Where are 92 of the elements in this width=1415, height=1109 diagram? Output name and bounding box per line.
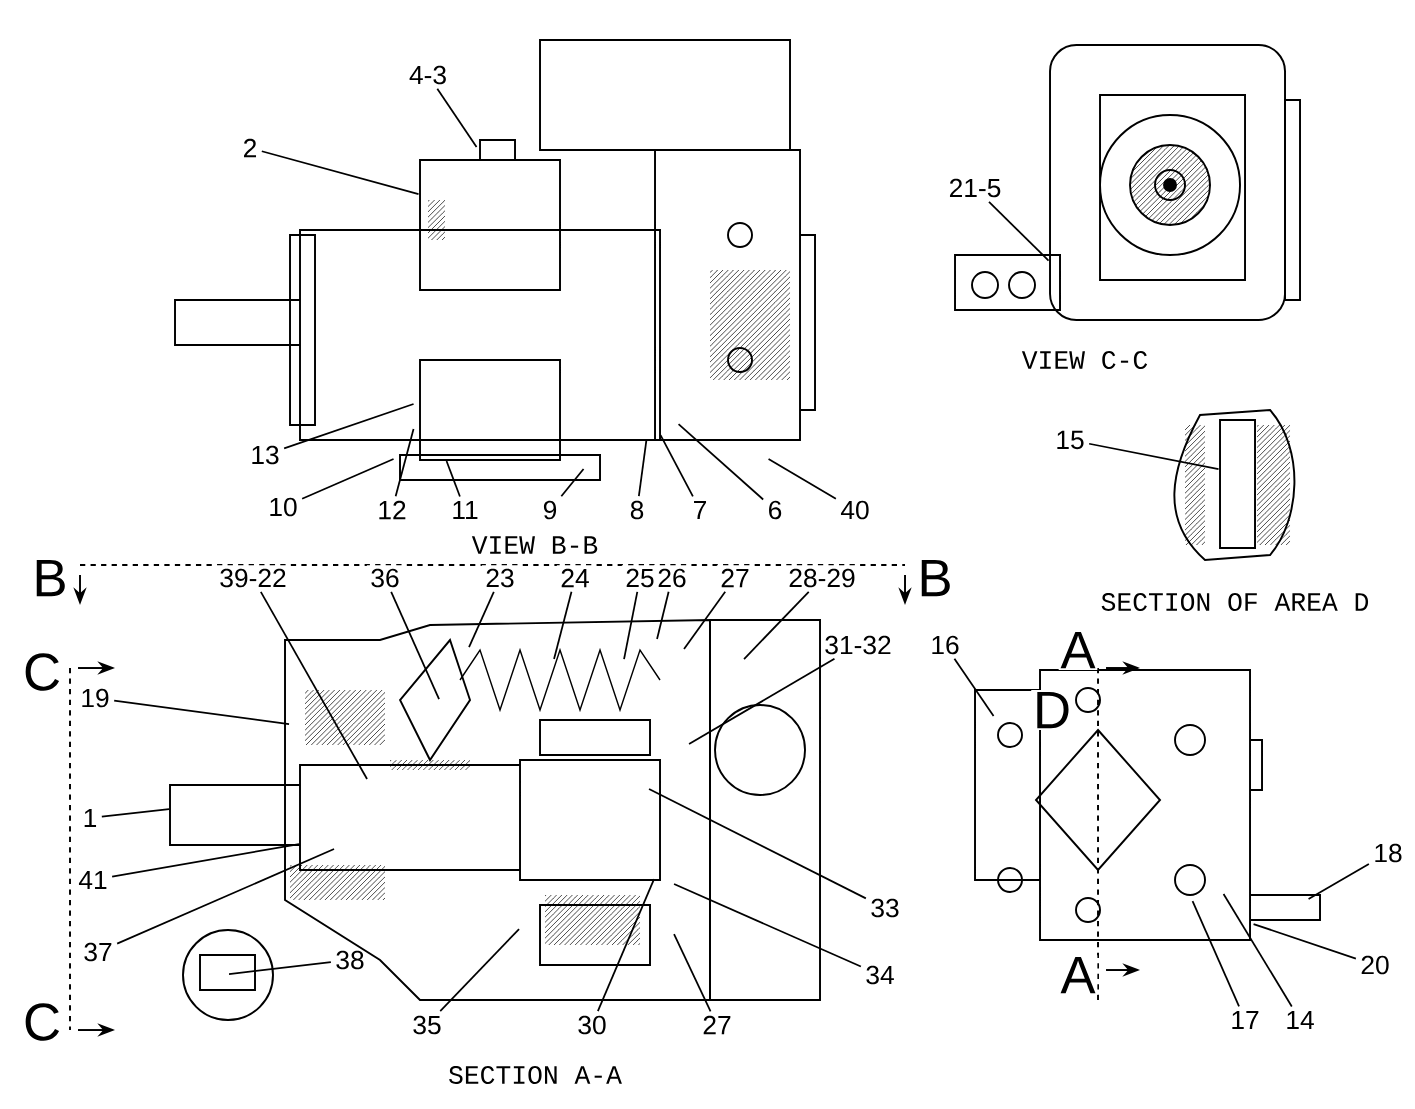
- leader-line: [390, 590, 440, 700]
- leader-line: [560, 468, 585, 498]
- callout-number: 24: [556, 565, 594, 591]
- leader-line: [468, 590, 495, 648]
- section-letter: C: [21, 1001, 63, 1043]
- leader-line: [677, 423, 765, 501]
- leader-line: [683, 590, 727, 650]
- callout-number: 30: [573, 1012, 611, 1038]
- leader-line: [623, 590, 639, 660]
- callout-number: 20: [1356, 952, 1394, 978]
- leader-line: [688, 657, 836, 745]
- section-letter: A: [1058, 955, 1098, 995]
- section-letter: D: [1031, 690, 1073, 730]
- leader-line: [1088, 442, 1220, 470]
- leader-line: [394, 428, 415, 498]
- leader-line: [301, 458, 395, 500]
- callout-number: 39-22: [215, 565, 291, 591]
- leader-line: [1252, 923, 1357, 960]
- callout-number: 26: [653, 565, 691, 591]
- callout-number: 11: [447, 497, 483, 523]
- leader-line: [283, 403, 415, 450]
- callout-number: 21-5: [945, 175, 1005, 201]
- callout-number: 17: [1226, 1007, 1264, 1033]
- leader-line: [113, 699, 290, 725]
- leader-line: [445, 460, 461, 498]
- callout-number: 28-29: [784, 565, 860, 591]
- callout-number: 2: [239, 135, 261, 161]
- section-view-drawing: [399, 638, 661, 966]
- callout-number: 10: [264, 494, 302, 520]
- leader-line: [953, 657, 995, 717]
- leader-line: [743, 590, 810, 660]
- leader-line: [100, 808, 170, 818]
- leader-line: [1222, 893, 1293, 1008]
- callout-number: 12: [373, 497, 411, 523]
- leader-line: [648, 788, 867, 900]
- section-view-drawing: [169, 619, 821, 1001]
- leader-line: [988, 200, 1050, 262]
- leader-line: [439, 928, 520, 1013]
- area-detail-drawing: [1219, 419, 1256, 549]
- pump-end-view-drawing: [1049, 44, 1286, 321]
- leader-line: [673, 883, 862, 968]
- leader-line: [659, 434, 694, 498]
- leader-line: [656, 590, 670, 640]
- leader-line: [1191, 900, 1240, 1008]
- leader-line: [638, 438, 648, 498]
- callout-number: 35: [408, 1012, 446, 1038]
- detail-circle-drawing: [182, 929, 274, 1021]
- leader-line: [1307, 863, 1370, 900]
- callout-number: 7: [689, 497, 711, 523]
- callout-number: 36: [366, 565, 404, 591]
- leader-line: [116, 848, 335, 945]
- leader-line: [260, 150, 420, 195]
- leader-line: [228, 961, 332, 975]
- callout-number: 40: [836, 497, 874, 523]
- callout-number: 31-32: [820, 632, 896, 658]
- view-title: VIEW C-C: [1020, 349, 1151, 371]
- callout-number: 1: [79, 805, 101, 831]
- view-title: SECTION OF AREA D: [1098, 591, 1372, 613]
- callout-number: 37: [79, 939, 117, 965]
- callout-number: 18: [1369, 840, 1407, 866]
- leader-line: [553, 590, 573, 660]
- leader-line: [767, 458, 837, 500]
- callout-number: 19: [76, 685, 114, 711]
- callout-number: 14: [1281, 1007, 1319, 1033]
- callout-number: 27: [698, 1012, 736, 1038]
- callout-number: 27: [716, 565, 754, 591]
- callout-number: 33: [866, 895, 904, 921]
- section-letter: A: [1058, 630, 1098, 670]
- leader-line: [673, 933, 712, 1013]
- callout-number: 34: [861, 962, 899, 988]
- pump-side-view-drawing: [974, 669, 1321, 941]
- section-letter: B: [30, 558, 70, 598]
- callout-number: 23: [481, 565, 519, 591]
- area-detail-drawing: [1173, 409, 1296, 561]
- callout-number: 13: [246, 442, 284, 468]
- pump-view-drawing: [174, 39, 816, 481]
- callout-number: 8: [626, 497, 648, 523]
- view-title: VIEW B-B: [470, 534, 601, 556]
- callout-number: 38: [331, 947, 369, 973]
- callout-number: 4-3: [405, 62, 451, 88]
- callout-number: 9: [539, 497, 561, 523]
- callout-number: 41: [74, 867, 112, 893]
- callout-number: 15: [1051, 427, 1089, 453]
- callout-number: 16: [926, 632, 964, 658]
- leader-line: [597, 878, 655, 1013]
- leader-line: [259, 590, 368, 780]
- leader-line: [436, 87, 478, 148]
- callout-number: 6: [764, 497, 786, 523]
- leader-line: [111, 843, 300, 878]
- section-letter: B: [915, 558, 955, 598]
- section-letter: C: [21, 651, 63, 693]
- view-title: SECTION A-A: [446, 1064, 624, 1086]
